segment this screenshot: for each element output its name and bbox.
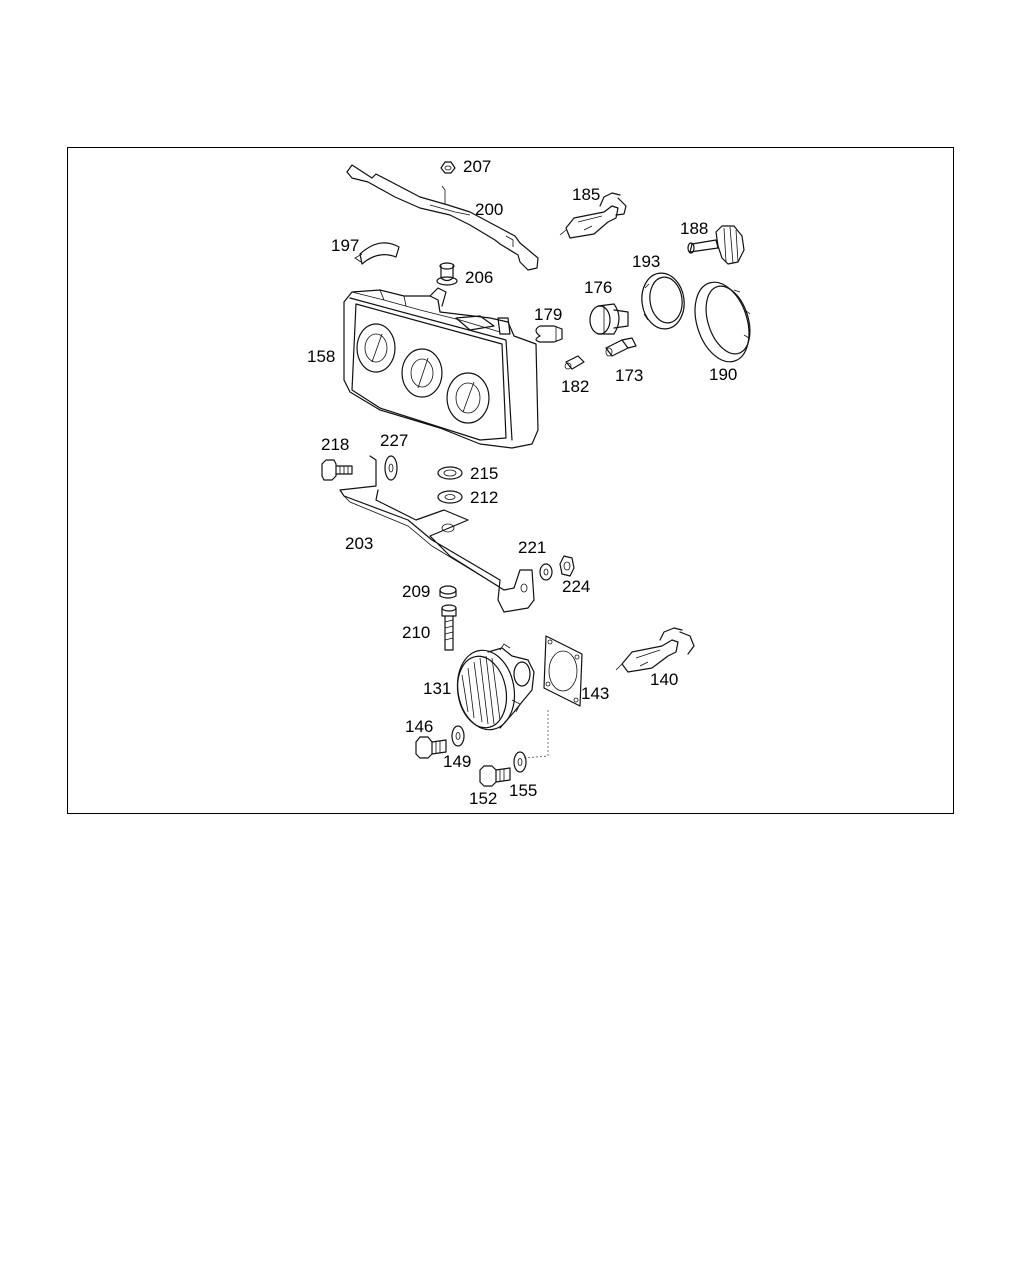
callout-131: 131 — [423, 679, 451, 698]
part-215-spring-washer[interactable] — [437, 466, 463, 480]
callout-155: 155 — [509, 781, 537, 800]
part-152-bolt[interactable] — [479, 765, 511, 787]
part-131-fog-lamp[interactable] — [451, 643, 535, 734]
part-176-socket[interactable] — [589, 303, 629, 335]
part-155-washer[interactable] — [513, 751, 527, 773]
part-173-socket[interactable] — [605, 337, 637, 357]
part-227-washer[interactable] — [384, 455, 398, 481]
part-212-washer[interactable] — [437, 490, 463, 504]
part-140-bulb[interactable] — [615, 627, 695, 673]
callout-140: 140 — [650, 670, 678, 689]
callout-212: 212 — [470, 488, 498, 507]
callout-193: 193 — [632, 252, 660, 271]
part-188-bulb[interactable] — [687, 225, 745, 265]
callout-143: 143 — [581, 684, 609, 703]
part-193-ring[interactable] — [638, 270, 687, 331]
callout-210: 210 — [402, 623, 430, 642]
callout-158: 158 — [307, 347, 335, 366]
part-190-cap[interactable] — [686, 275, 759, 368]
callout-152: 152 — [469, 789, 497, 808]
part-185-bulb[interactable] — [559, 192, 627, 239]
part-206-post[interactable] — [436, 262, 458, 286]
part-197-clip[interactable] — [354, 242, 400, 265]
part-182-bulb[interactable] — [564, 355, 585, 370]
callout-203: 203 — [345, 534, 373, 553]
part-158-headlamp[interactable] — [343, 287, 539, 449]
callout-215: 215 — [470, 464, 498, 483]
part-221-washer[interactable] — [539, 563, 553, 581]
callout-173: 173 — [615, 366, 643, 385]
callout-190: 190 — [709, 365, 737, 384]
part-210-stud[interactable] — [441, 604, 457, 651]
part-200-upper-bracket[interactable] — [346, 164, 539, 271]
part-207-nut[interactable] — [440, 161, 456, 174]
part-203-lower-bracket[interactable] — [339, 455, 535, 613]
callout-188: 188 — [680, 219, 708, 238]
callout-176: 176 — [584, 278, 612, 297]
part-209-nut[interactable] — [439, 585, 457, 599]
part-179-bulb[interactable] — [535, 325, 563, 343]
callout-218: 218 — [321, 435, 349, 454]
callout-146: 146 — [405, 717, 433, 736]
callout-149: 149 — [443, 752, 471, 771]
part-224-nut[interactable] — [559, 555, 575, 577]
part-149-washer[interactable] — [451, 725, 465, 747]
callout-200: 200 — [475, 200, 503, 219]
callout-179: 179 — [534, 305, 562, 324]
part-143-gasket[interactable] — [523, 635, 583, 759]
callout-221: 221 — [518, 538, 546, 557]
callout-224: 224 — [562, 577, 590, 596]
part-218-bolt[interactable] — [321, 459, 353, 481]
diagram-frame — [67, 147, 954, 814]
callout-182: 182 — [561, 377, 589, 396]
callout-197: 197 — [331, 236, 359, 255]
callout-185: 185 — [572, 185, 600, 204]
callout-227: 227 — [380, 431, 408, 450]
part-146-bolt[interactable] — [415, 736, 447, 759]
callout-207: 207 — [463, 157, 491, 176]
callout-206: 206 — [465, 268, 493, 287]
callout-209: 209 — [402, 582, 430, 601]
